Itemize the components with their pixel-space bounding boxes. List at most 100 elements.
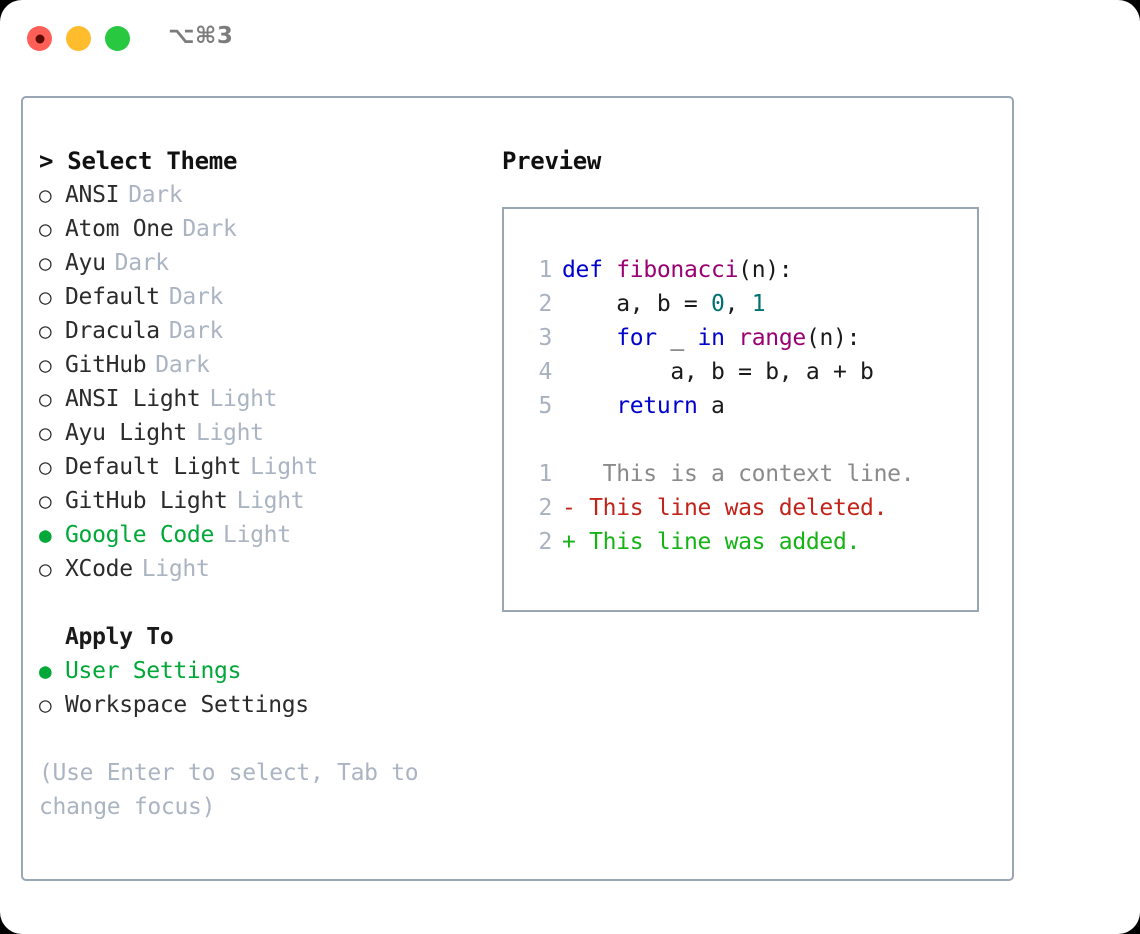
zoom-button[interactable] [105,26,130,51]
code-token: return [616,393,698,419]
list-spacer [39,586,479,620]
code-token: (n): [738,257,793,283]
theme-list-item[interactable]: ○ GitHub Light Light [39,484,479,518]
theme-variant-tag: Dark [128,182,183,208]
theme-name: GitHub [65,352,147,378]
apply-to-option[interactable]: ○Workspace Settings [39,688,479,722]
theme-variant-tag: Light [223,522,291,548]
line-number: 2 [538,291,552,317]
code-line: 2 a, b = 0, 1 [526,287,977,321]
theme-variant-tag: Dark [168,284,224,310]
theme-variant-tag: Dark [155,352,210,378]
theme-list-item[interactable]: ○ Default Dark [39,280,479,314]
theme-variant-tag: Light [236,488,305,514]
theme-list-item[interactable]: ○ Dracula Dark [39,314,479,348]
close-button[interactable] [27,26,52,51]
apply-to-heading: Apply To [65,624,174,650]
apply-to-option[interactable]: ● User Settings [39,654,479,688]
code-token: in [697,325,725,351]
diff-line: 1 This is a context line. [526,457,977,491]
code-token [725,325,739,351]
code-token: 1 [751,291,766,317]
code-token: fibonacci [616,257,739,283]
code-line: 1 def fibonacci(n): [526,253,977,287]
theme-list-item[interactable]: ○ XCode Light [39,552,479,586]
code-token: (n): [805,325,861,351]
theme-name: Google Code [65,522,215,548]
apply-to-list: ● User Settings ○Workspace Settings [39,654,479,722]
line-number: 2 [538,495,552,521]
radio-unselected-icon: ○ [39,285,52,309]
select-theme-heading: > Select Theme [39,147,238,175]
preview-heading: Preview [502,147,602,175]
diff-text: This is a context line. [575,461,915,487]
theme-name: GitHub Light [65,488,228,514]
line-number: 5 [538,393,552,419]
line-number: 3 [538,325,552,351]
theme-variant-tag: Light [195,420,264,446]
code-line: 4 a, b = b, a + b [526,355,977,389]
radio-selected-icon: ● [39,659,52,683]
radio-unselected-icon: ○ [39,251,52,275]
radio-unselected-icon: ○ [39,319,52,343]
theme-name: Default Light [65,454,242,480]
diff-line: 2+ This line was added. [526,525,977,559]
radio-unselected-icon: ○ [39,421,52,445]
minimize-button[interactable] [66,26,91,51]
theme-variant-tag: Light [141,556,210,582]
code-diff-gap [526,423,977,457]
diff-line: 2- This line was deleted. [526,491,977,525]
diff-text: This line was deleted. [575,495,888,521]
theme-variant-tag: Light [209,386,278,412]
theme-list-item[interactable]: ○ Ayu Dark [39,246,479,280]
diff-marker [562,461,576,487]
diff-marker: + [562,529,576,555]
radio-selected-icon: ● [39,523,52,547]
code-line: 5 return a [526,389,977,423]
diff-sample: 1 This is a context line.2- This line wa… [526,457,977,559]
code-token: 0 [711,291,725,317]
line-number: 1 [538,257,552,283]
theme-list-item[interactable]: ● Google Code Light [39,518,479,552]
code-token [562,393,616,419]
theme-list-item[interactable]: ○ Ayu Light Light [39,416,479,450]
code-token: range [738,325,806,351]
theme-name: Default [65,284,160,310]
theme-name: ANSI [65,182,120,208]
apply-to-label: User Settings [65,658,242,684]
theme-name: XCode [65,556,133,582]
radio-unselected-icon: ○ [39,183,52,207]
code-line: 3 for _ in range(n): [526,321,977,355]
theme-variant-tag: Light [250,454,318,480]
radio-unselected-icon: ○ [39,217,52,241]
line-number: 4 [538,359,552,385]
theme-variant-tag: Dark [168,318,224,344]
code-token: a [697,393,725,419]
code-token: for [616,325,657,351]
diff-text: This line was added. [575,529,861,555]
radio-unselected-icon: ○ [39,557,52,581]
code-token: def [562,257,603,283]
theme-list-item[interactable]: ○ ANSI Dark [39,178,479,212]
code-token: a, b = b, a + b [562,359,874,385]
code-token: _ [656,325,698,351]
code-token [603,257,617,283]
radio-unselected-icon: ○ [39,693,52,717]
theme-variant-tag: Dark [114,250,170,276]
theme-name: Dracula [65,318,160,344]
theme-name: ANSI Light [65,386,201,412]
diff-marker: - [562,495,576,521]
radio-unselected-icon: ○ [39,489,52,513]
theme-name: Ayu [65,250,106,276]
theme-name: Ayu Light [65,420,187,446]
code-token: , [724,291,752,317]
